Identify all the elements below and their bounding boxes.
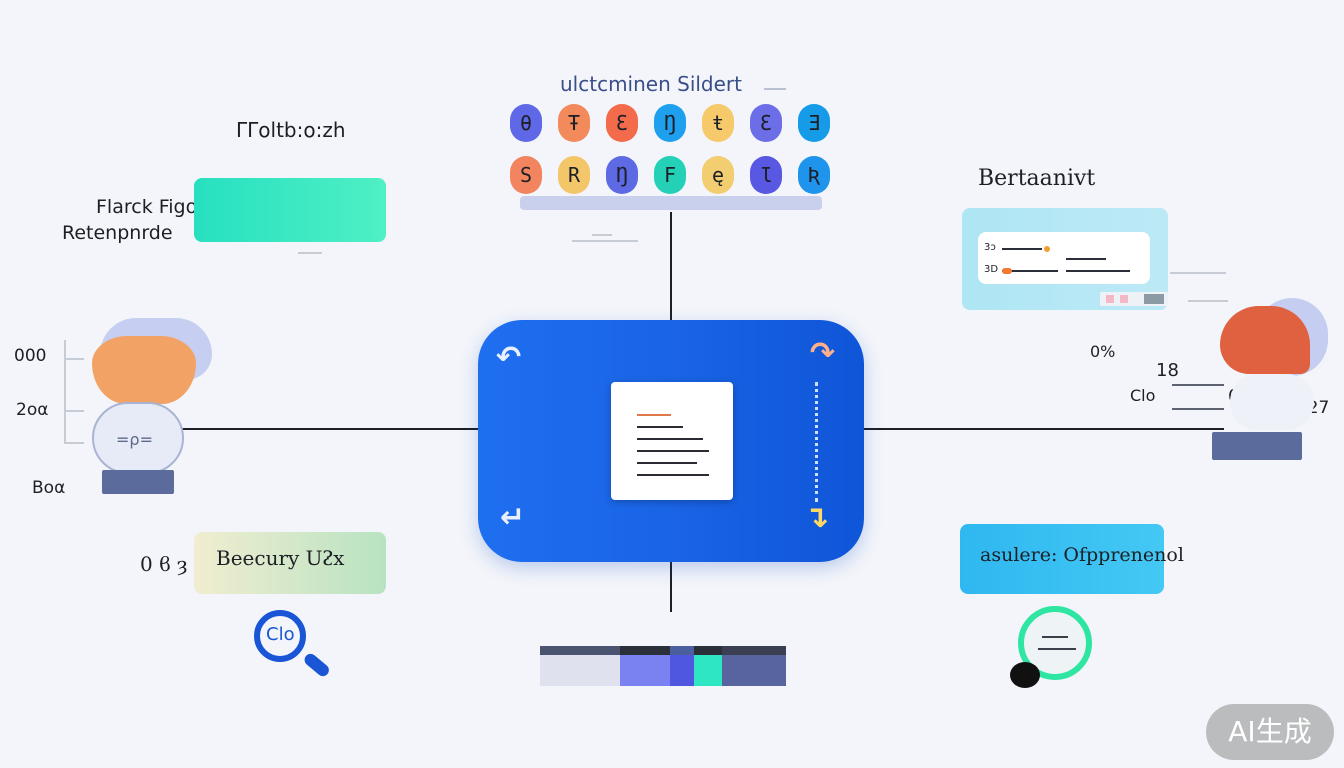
bar-segment [540,646,620,686]
connector-bottom [670,562,672,612]
avatar-hood [1220,306,1310,374]
corner-icon-top-left: ↶ [496,340,522,375]
left-scale-tick [64,358,84,360]
right-faint-mark [1188,300,1228,302]
avatar-base [1212,432,1302,460]
left-heading: ΓΓοltb:ο:zh [236,118,346,142]
left-number-top: 000 [14,346,47,366]
palette-swatch[interactable]: θ [510,104,542,142]
dotted-rail [815,382,818,502]
palette-shelf [520,196,822,210]
tab-chip [1120,295,1128,303]
left-bottom-prefix: 0 ϐ ȝ [140,552,188,576]
left-bottom-node[interactable]: Beecury Uᴤx [194,532,386,594]
search-icon-text: Clo [266,624,295,645]
right-top-node-tabs [1100,292,1168,306]
left-avatar-figure: =ρ= [88,318,212,498]
right-row-label: 3D [984,264,999,275]
corner-icon-top-right: ↷ [810,336,836,371]
top-node-title: ulctcminen Sildert [560,72,742,96]
bar-segment [620,646,670,686]
color-bar [540,646,786,686]
left-number-bottom: Boα [32,478,66,498]
palette-swatch[interactable]: Ŋ [654,104,686,142]
palette-swatch[interactable]: Ʀ [798,156,830,194]
right-number-left: Clo [1130,386,1156,405]
right-top-node-panel: 3ɔ 3D [978,232,1150,284]
top-title-tick [764,88,786,90]
search-icon-handle [302,651,332,679]
chat-icon-line [1038,648,1076,650]
right-row-line [1066,258,1106,260]
palette-swatch[interactable]: Ɛ [750,104,782,142]
palette-swatch[interactable]: F [654,156,686,194]
avatar-face-glyph: =ρ= [116,430,153,449]
connector-right [864,428,1224,430]
palette-swatch[interactable]: ŧ [702,104,734,142]
avatar-body [1230,374,1314,430]
chat-icon-tail [1010,662,1040,688]
right-row-dot [1044,246,1050,252]
search-icon[interactable]: Clo [252,610,342,680]
top-faint-mark [572,240,638,242]
left-label-line2: Retenpnrde [62,222,173,244]
tab-chip [1144,294,1164,304]
palette-swatch[interactable]: Ɩ [750,156,782,194]
right-faint-mark [1170,272,1226,274]
corner-icon-bottom-right: ↴ [804,500,830,535]
doc-line [637,474,709,476]
palette-swatch[interactable]: Ŧ [558,104,590,142]
avatar-base [102,470,174,494]
right-avatar-figure [1212,292,1332,470]
bar-segment [670,646,694,686]
palette-swatch[interactable]: Ǝ [798,104,830,142]
right-row-line [1002,270,1058,272]
tab-chip [1106,295,1114,303]
right-bottom-node-label: asulere: Ofpprenenol [980,544,1184,566]
palette-swatch[interactable]: Ŋ [606,156,638,194]
connector-left [182,428,478,430]
right-scale-lines [1172,384,1224,410]
right-row-line [1066,270,1130,272]
right-number-top: 18 [1156,360,1179,381]
central-hub-card[interactable]: ↶ ↷ ↵ ↴ [478,320,864,562]
right-row-dot [1002,268,1012,274]
bar-segment [722,646,786,686]
doc-line [637,438,703,440]
left-scale-tick [64,442,84,444]
right-percent: 0% [1090,342,1116,361]
right-bottom-node[interactable]: asulere: Ofpprenenol [960,524,1184,594]
left-top-node[interactable] [194,178,386,242]
palette-swatch[interactable]: R [558,156,590,194]
left-faint-mark [298,252,322,254]
chat-icon[interactable] [1008,606,1100,690]
doc-line [637,450,709,452]
palette-swatch[interactable]: S [510,156,542,194]
right-row-label: 3ɔ [984,242,996,253]
left-bottom-node-label: Beecury Uᴤx [216,546,345,570]
connector-top [670,212,672,320]
palette-swatch[interactable]: ę [702,156,734,194]
left-scale-rail [64,340,66,444]
left-number-mid: 2οα [16,400,49,420]
left-scale-tick [64,410,84,412]
document-card[interactable] [611,382,733,500]
right-row-line [1002,248,1042,250]
doc-line [637,414,671,416]
doc-line [637,462,697,464]
search-icon-lens [254,610,306,662]
corner-icon-bottom-left: ↵ [500,500,526,535]
avatar-hood [92,336,196,404]
right-heading: Bertaanivt [978,166,1096,191]
top-faint-mark-2 [592,234,612,236]
avatar-face [92,402,184,474]
doc-line [637,426,683,428]
ai-generated-badge: AI生成 [1206,704,1334,760]
palette-swatch[interactable]: Ɛ [606,104,638,142]
bar-segment [694,646,722,686]
chat-icon-line [1042,636,1068,638]
